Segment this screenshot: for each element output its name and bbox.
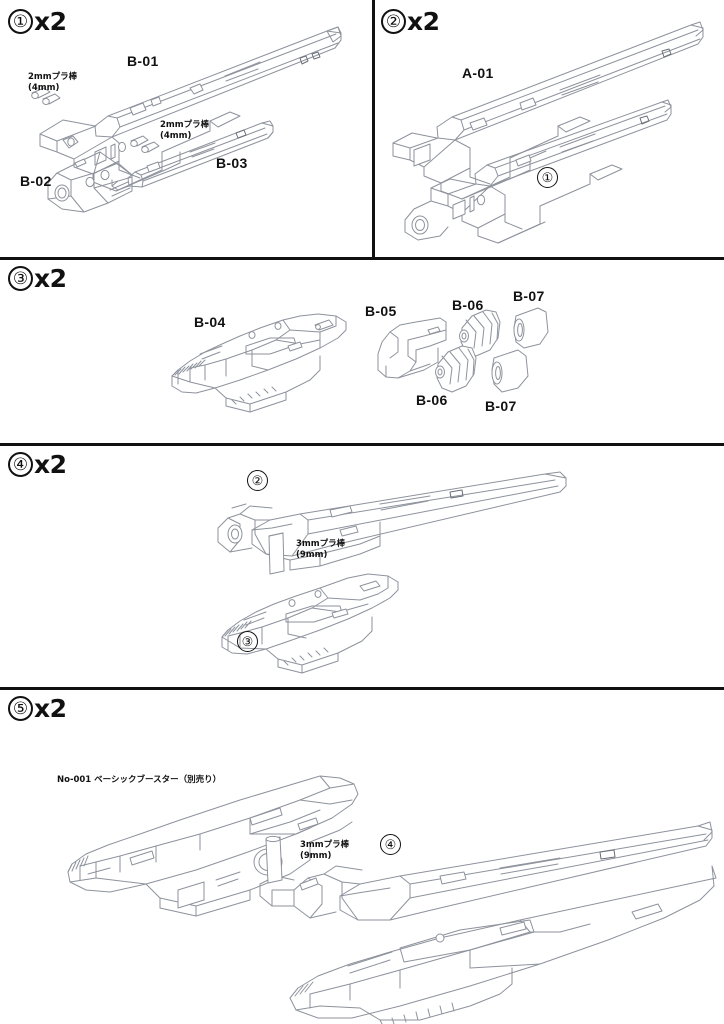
part-b06-bottom-drawing <box>435 345 477 393</box>
label-3mm-rod-step5: 3mmプラ棒 (9mm) <box>300 840 349 861</box>
part-b05-drawing <box>377 317 447 379</box>
label-b07-top: B-07 <box>513 288 545 304</box>
step-ref-4-in-step5: ④ <box>380 834 401 855</box>
label-2mm-rod-a-main: 2mmプラ棒 <box>28 72 78 82</box>
part-b07-top-drawing <box>513 307 549 349</box>
step-2-number: ② <box>381 9 406 34</box>
label-b07-bottom: B-07 <box>485 398 517 414</box>
step-1-header: ① x2 <box>8 9 67 34</box>
step-5-header: ⑤ x2 <box>8 696 67 721</box>
label-2mm-rod-a-sub: (4mm) <box>28 82 60 93</box>
step-ref-2-in-step4: ② <box>247 470 268 491</box>
label-2mm-rod-b-sub: (4mm) <box>160 130 192 141</box>
label-b02: B-02 <box>20 173 52 189</box>
step4-3mm-rod-drawing <box>268 532 285 575</box>
label-2mm-rod-b-main: 2mmプラ棒 <box>160 120 210 130</box>
step-2-quantity: x2 <box>407 7 440 36</box>
step-5-number: ⑤ <box>8 696 33 721</box>
step-1-number: ① <box>8 9 33 34</box>
label-2mm-rod-a: 2mmプラ棒 (4mm) <box>28 72 77 93</box>
label-b04: B-04 <box>194 314 226 330</box>
step5-upper-arm-drawing <box>259 821 713 921</box>
step-4-header: ④ x2 <box>8 452 67 477</box>
label-b03: B-03 <box>216 155 248 171</box>
label-3mm-rod-step5-sub: (9mm) <box>300 850 332 861</box>
divider-step2-step3 <box>0 257 724 260</box>
step-1-quantity: x2 <box>34 7 67 36</box>
step-5-quantity: x2 <box>34 694 67 723</box>
label-3mm-rod-step4-main: 3mmプラ棒 <box>296 539 346 549</box>
material-2mm-rod-b-drawing <box>130 135 160 153</box>
label-b05: B-05 <box>365 303 397 319</box>
step5-lower-assembly-drawing <box>289 865 717 1024</box>
step-3-quantity: x2 <box>34 264 67 293</box>
label-2mm-rod-b: 2mmプラ棒 (4mm) <box>160 120 209 141</box>
step-ref-1-in-step2: ① <box>537 167 558 188</box>
step5-3mm-rod-drawing <box>265 835 283 884</box>
label-3mm-rod-step4-sub: (9mm) <box>296 549 328 560</box>
step4-upper-assembly-drawing <box>217 471 567 571</box>
step-3-number: ③ <box>8 266 33 291</box>
part-b01-drawing <box>39 26 342 192</box>
step-3-header: ③ x2 <box>8 266 67 291</box>
divider-step3-step4 <box>0 443 724 446</box>
label-3mm-rod-step4: 3mmプラ棒 (9mm) <box>296 539 345 560</box>
part-b07-bottom-drawing <box>491 349 529 393</box>
step4-lower-assembly-drawing <box>221 573 399 674</box>
step-ref-3-in-step4: ③ <box>237 631 258 652</box>
divider-step1-step2 <box>372 0 375 258</box>
divider-step4-step5 <box>0 687 724 690</box>
step-4-number: ④ <box>8 452 33 477</box>
label-b06-top: B-06 <box>452 297 484 313</box>
part-b06-top-drawing <box>459 309 501 357</box>
label-3mm-rod-step5-main: 3mmプラ棒 <box>300 840 350 850</box>
label-b06-bottom: B-06 <box>416 392 448 408</box>
label-b01: B-01 <box>127 53 159 69</box>
step-2-header: ② x2 <box>381 9 440 34</box>
label-booster-note: No-001 ベーシックブースター（別売り） <box>57 775 222 785</box>
label-a01: A-01 <box>462 65 494 81</box>
part-b02-drawing <box>47 151 133 213</box>
step-4-quantity: x2 <box>34 450 67 479</box>
